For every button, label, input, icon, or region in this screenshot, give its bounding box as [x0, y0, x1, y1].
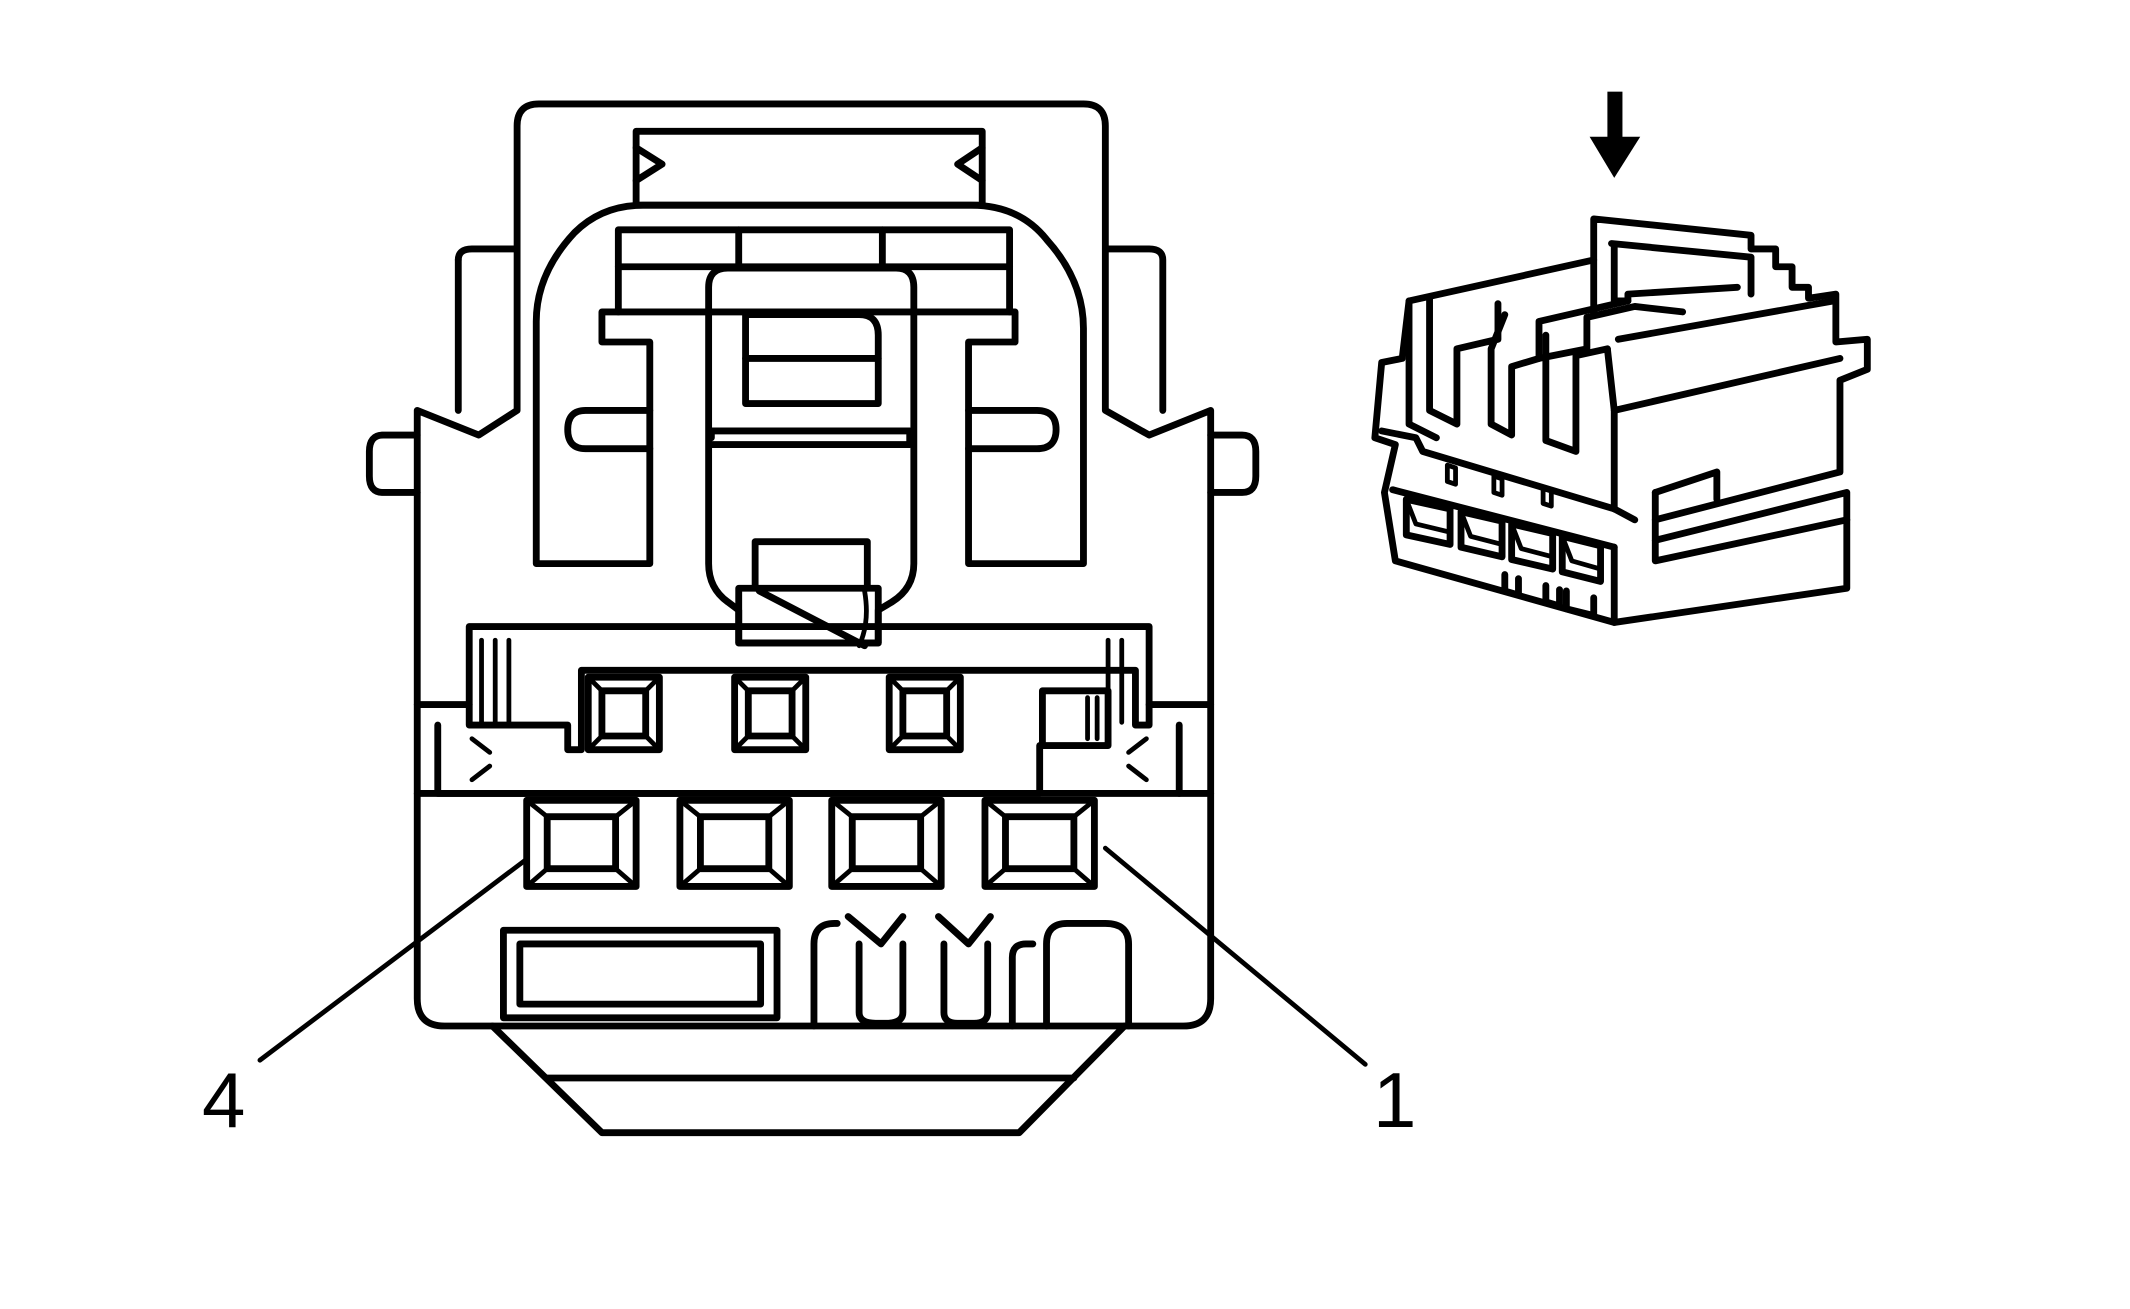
pin-label-4: 4 [202, 1056, 245, 1144]
pin-label-1: 1 [1373, 1056, 1416, 1144]
connector-isometric-view [1371, 91, 1871, 626]
view-direction-arrow-icon [1589, 91, 1641, 178]
connector-face-view [257, 100, 1368, 1137]
